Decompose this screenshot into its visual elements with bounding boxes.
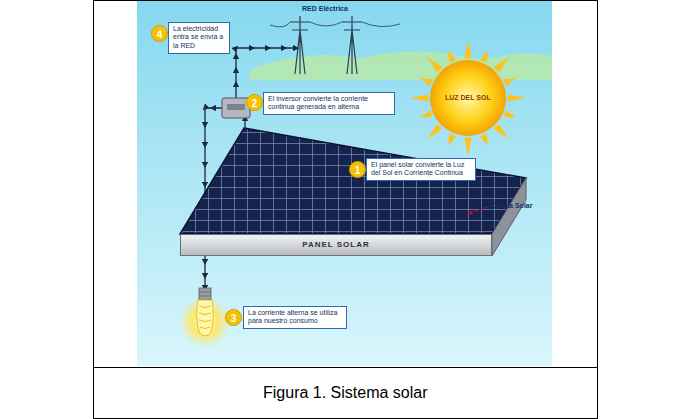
- sun-ray: [448, 133, 456, 146]
- sun-ray: [503, 110, 516, 118]
- sun-ray: [508, 94, 526, 101]
- callout-box: El panel solar convierte la Luz del Sol …: [366, 158, 476, 181]
- sun-ray: [420, 110, 433, 118]
- callout-box: El inversor convierte la corriente conti…: [263, 92, 395, 115]
- sun-ray: [410, 94, 428, 101]
- grid-tower: [270, 16, 400, 74]
- callout-box: La corriente alterna se utiliza para nue…: [243, 306, 347, 329]
- light-bulb: [179, 288, 231, 348]
- callout-number: 3: [225, 309, 242, 326]
- node-text: El inversor convierte la corriente conti…: [268, 95, 390, 112]
- node-text: El panel solar convierte la Luz del Sol …: [371, 161, 471, 178]
- sun-ray: [420, 78, 433, 86]
- sun-label: LUZ DEL SOL: [445, 94, 491, 102]
- grid-label: RED Eléctrica: [302, 5, 348, 13]
- callout-number: 4: [151, 25, 168, 42]
- node-text: La corriente alterna se utiliza para nue…: [248, 309, 342, 326]
- node-text: La electricidad entra se envía a la RED: [173, 25, 225, 50]
- sun-ray: [494, 124, 509, 139]
- sun-ray: [464, 40, 471, 58]
- sun-ray: [427, 57, 442, 72]
- sun-ray: [480, 133, 488, 146]
- sun-ray: [494, 57, 509, 72]
- sun-ray: [427, 124, 442, 139]
- callout-box: La electricidad entra se envía a la RED: [168, 22, 230, 54]
- sun-ray: [503, 78, 516, 86]
- sun-ray: [464, 138, 471, 156]
- part-label: Célula Solar: [492, 202, 532, 210]
- figure-caption: Figura 1. Sistema solar: [263, 384, 428, 402]
- callout-number: 1: [349, 161, 366, 178]
- sun: [430, 60, 506, 136]
- panel-band: PANEL SOLAR: [180, 234, 492, 256]
- grid-wire: [236, 48, 296, 98]
- sun-ray: [448, 50, 456, 63]
- solar-panel: [180, 128, 526, 234]
- node-text: PANEL SOLAR: [302, 240, 370, 250]
- leader-line: [468, 207, 487, 214]
- sun-rays: [410, 40, 526, 156]
- callout-number: 2: [246, 94, 263, 111]
- sun-ray: [480, 50, 488, 63]
